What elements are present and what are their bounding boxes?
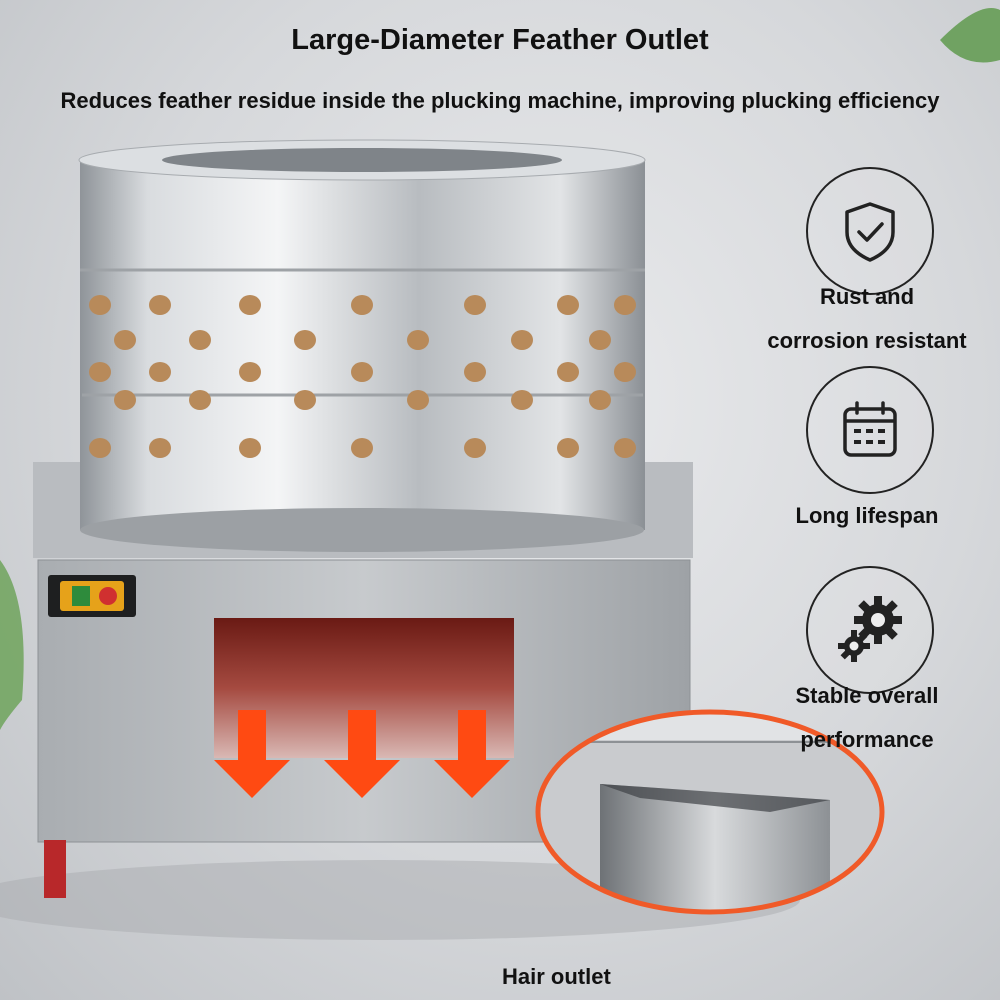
feature-label-rust: Rust and corrosion resistant xyxy=(767,284,967,353)
plucker-finger xyxy=(351,295,373,315)
plucker-finger xyxy=(511,390,533,410)
plucker-finger xyxy=(589,390,611,410)
plucker-finger xyxy=(557,438,579,458)
plucker-fingers xyxy=(89,295,636,458)
plucker-finger xyxy=(149,438,171,458)
page-title: Large-Diameter Feather Outlet xyxy=(291,24,709,56)
down-arrow-icon xyxy=(324,710,400,798)
plucker-finger xyxy=(351,362,373,382)
plucker-finger xyxy=(511,330,533,350)
plucker-finger xyxy=(89,362,111,382)
plucker-finger xyxy=(239,438,261,458)
plucker-finger xyxy=(351,438,373,458)
plucker-finger xyxy=(114,330,136,350)
plucker-finger xyxy=(294,390,316,410)
plucker-finger xyxy=(239,362,261,382)
feature-badge-rust xyxy=(806,167,934,295)
plucker-finger xyxy=(464,438,486,458)
plucker-finger xyxy=(464,295,486,315)
feature-label-performance: Stable overall performance xyxy=(795,683,939,752)
plucker-finger xyxy=(614,362,636,382)
plucker-finger xyxy=(189,390,211,410)
plucker-finger xyxy=(149,295,171,315)
hair-outlet-caption: Hair outlet xyxy=(502,964,611,989)
shield-check-icon xyxy=(845,202,895,262)
plucker-finger xyxy=(557,362,579,382)
feature-label-lifespan: Long lifespan xyxy=(795,503,939,528)
gears-icon xyxy=(838,596,902,662)
plucker-finger xyxy=(557,295,579,315)
down-arrow-icon xyxy=(214,710,290,798)
plucker-finger xyxy=(614,438,636,458)
plucker-finger xyxy=(239,295,261,315)
plucker-finger xyxy=(89,438,111,458)
plucker-finger xyxy=(149,362,171,382)
plucker-finger xyxy=(614,295,636,315)
plucker-finger xyxy=(294,330,316,350)
feature-badge-lifespan xyxy=(806,366,934,494)
plucker-finger xyxy=(464,362,486,382)
page-subtitle: Reduces feather residue inside the pluck… xyxy=(60,88,940,113)
plucker-finger xyxy=(89,295,111,315)
plucker-finger xyxy=(407,390,429,410)
leaf-decoration xyxy=(0,8,1000,730)
flow-arrows xyxy=(214,710,510,798)
plucker-finger xyxy=(114,390,136,410)
plucker-finger xyxy=(589,330,611,350)
calendar-icon xyxy=(843,401,897,457)
plucker-finger xyxy=(407,330,429,350)
feature-badge-performance xyxy=(806,566,934,694)
plucker-finger xyxy=(189,330,211,350)
down-arrow-icon xyxy=(434,710,510,798)
